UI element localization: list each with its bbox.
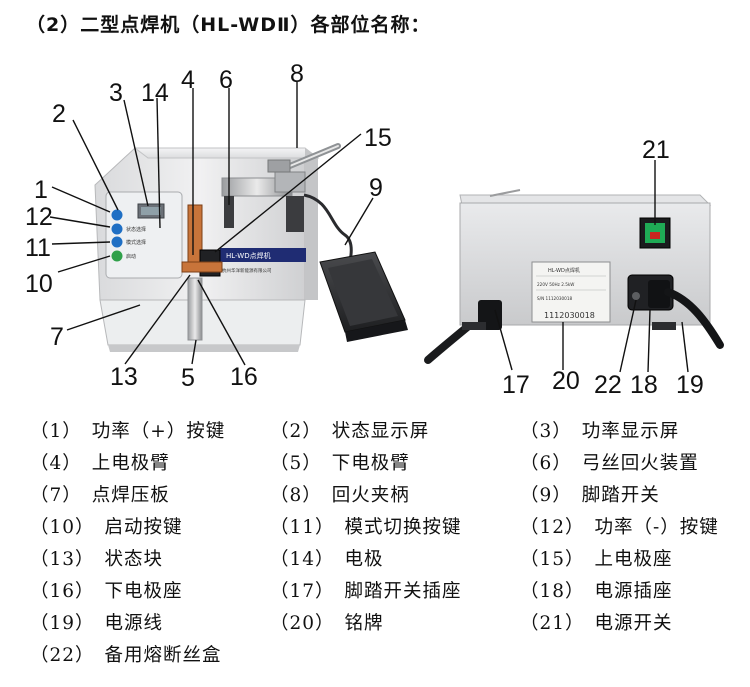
legend-row: （1）功率（+）按键 （2）状态显示屏 （3）功率显示屏 <box>30 417 730 449</box>
callout-numbers: 1 2 3 4 5 6 7 8 9 10 11 12 13 14 15 16 1… <box>25 60 704 399</box>
rear-machine: HL-WD点焊机 220V 50Hz 2.5kW S/N 1112030018 … <box>424 189 724 364</box>
callout-16: 16 <box>230 363 258 391</box>
fuse-box <box>632 292 640 300</box>
power-plus-button[interactable] <box>111 209 123 221</box>
legend-item-7: （7）点焊压板 <box>30 485 170 506</box>
legend-row: （7）点焊压板 （8）回火夹柄 （9）脚踏开关 <box>30 481 730 513</box>
callout-19: 19 <box>676 371 704 399</box>
front-machine: 状态选择 模式选择 启动 HL-WD点焊机 杭州华洋新能源有限公司 <box>94 143 353 352</box>
legend-item-11: （11）模式切换按键 <box>270 517 462 538</box>
callout-12: 12 <box>25 203 53 231</box>
legend-item-22: （22）备用熔断丝盒 <box>30 645 222 666</box>
callout-8: 8 <box>290 60 304 88</box>
callout-6: 6 <box>219 66 233 94</box>
page-title: （2）二型点焊机（HL-WDⅡ）各部位名称： <box>26 14 431 36</box>
legend-item-20: （20）铭牌 <box>270 613 384 634</box>
legend-item-5: （5）下电极臂 <box>270 453 410 474</box>
legend-item-9: （9）脚踏开关 <box>520 485 660 506</box>
nameplate-title: HL-WD点焊机 <box>548 267 580 274</box>
legend-item-6: （6）弓丝回火装置 <box>520 453 699 474</box>
legend-item-13: （13）状态块 <box>30 549 164 570</box>
callout-15: 15 <box>364 124 392 152</box>
legend-item-19: （19）电源线 <box>30 613 164 634</box>
legend-item-3: （3）功率显示屏 <box>520 421 680 442</box>
company-text: 杭州华洋新能源有限公司 <box>222 267 272 274</box>
legend-item-1: （1）功率（+）按键 <box>30 421 226 442</box>
machine-label: HL-WD点焊机 <box>226 251 271 260</box>
legend-item-14: （14）电极 <box>270 549 384 570</box>
front-text-state: 状态选择 <box>126 226 146 233</box>
machine-diagram: 状态选择 模式选择 启动 HL-WD点焊机 杭州华洋新能源有限公司 <box>25 60 724 399</box>
legend-item-15: （15）上电极座 <box>520 549 673 570</box>
callout-14: 14 <box>141 79 169 107</box>
legend-item-4: （4）上电极臂 <box>30 453 170 474</box>
legend-item-21: （21）电源开关 <box>520 613 673 634</box>
callout-3: 3 <box>109 79 123 107</box>
callout-2: 2 <box>52 100 66 128</box>
callout-22: 22 <box>594 371 622 399</box>
front-text-mode: 模式选择 <box>126 239 146 246</box>
nameplate-row-2: S/N 1112030018 <box>537 296 573 301</box>
callout-13: 13 <box>110 363 138 391</box>
callout-1: 1 <box>34 176 48 204</box>
legend-item-2: （2）状态显示屏 <box>270 421 430 442</box>
legend-row: （4）上电极臂 （5）下电极臂 （6）弓丝回火装置 <box>30 449 730 481</box>
legend-item-16: （16）下电极座 <box>30 581 183 602</box>
nameplate-serial: 1112030018 <box>544 311 595 320</box>
legend-item-8: （8）回火夹柄 <box>270 485 410 506</box>
callout-4: 4 <box>181 66 195 94</box>
legend-item-12: （12）功率（-）按键 <box>520 517 719 538</box>
lower-electrode-arm <box>187 277 203 341</box>
legend-row: （19）电源线 （20）铭牌 （21）电源开关 <box>30 609 730 641</box>
callout-7: 7 <box>50 323 64 351</box>
foot-pedal <box>319 251 408 342</box>
callout-20: 20 <box>552 367 580 395</box>
callout-lines <box>49 82 689 373</box>
callout-10: 10 <box>25 270 53 298</box>
callout-21: 21 <box>642 136 670 164</box>
legend-row: （10）启动按键 （11）模式切换按键 （12）功率（-）按键 <box>30 513 730 545</box>
start-button[interactable] <box>111 250 123 262</box>
nameplate <box>531 261 611 323</box>
machine-label-strip <box>220 248 306 262</box>
legend-item-10: （10）启动按键 <box>30 517 183 538</box>
parts-legend: （1）功率（+）按键 （2）状态显示屏 （3）功率显示屏 （4）上电极臂 （5）… <box>30 417 730 673</box>
nameplate-row-1: 220V 50Hz 2.5kW <box>537 282 574 287</box>
legend-row: （22）备用熔断丝盒 <box>30 641 730 673</box>
callout-5: 5 <box>181 364 195 392</box>
legend-item-18: （18）电源插座 <box>520 581 673 602</box>
mode-switch-button[interactable] <box>111 236 123 248</box>
callout-17: 17 <box>502 371 530 399</box>
front-text-start: 启动 <box>126 253 136 260</box>
callout-18: 18 <box>630 371 658 399</box>
power-minus-button[interactable] <box>111 223 123 235</box>
legend-item-17: （17）脚踏开关插座 <box>270 581 462 602</box>
callout-11: 11 <box>25 234 51 262</box>
callout-9: 9 <box>369 174 383 202</box>
legend-row: （16）下电极座 （17）脚踏开关插座 （18）电源插座 <box>30 577 730 609</box>
legend-row: （13）状态块 （14）电极 （15）上电极座 <box>30 545 730 577</box>
